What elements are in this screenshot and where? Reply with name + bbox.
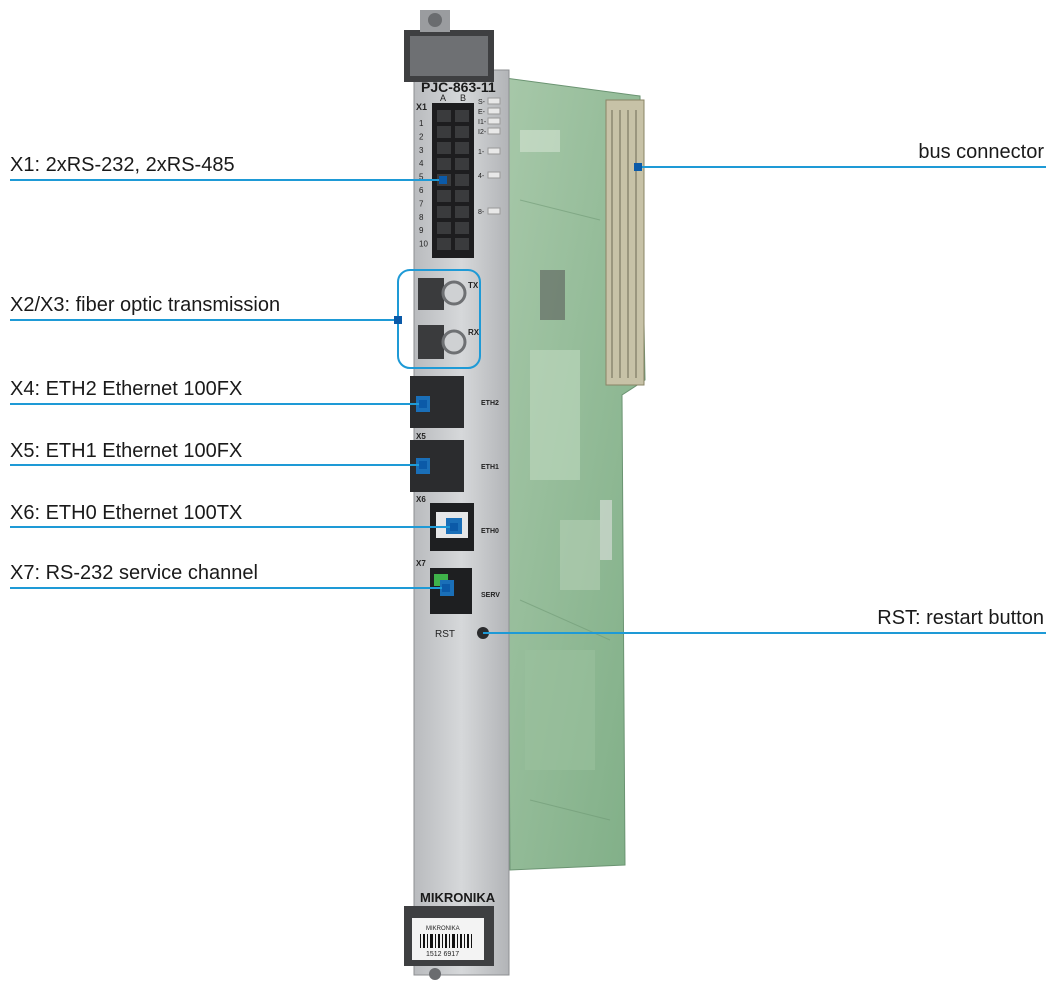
pin-number-labels: 1 2 3 4 5 6 7 8 9 10 [419, 119, 428, 249]
callout-x7: X7: RS-232 service channel [10, 562, 258, 584]
callout-bus: bus connector [918, 141, 1044, 163]
panel-col-a: A [440, 93, 446, 103]
pin-number-label: 5 [419, 173, 424, 182]
barcode [420, 934, 472, 948]
led-column [487, 97, 501, 215]
fiber-tx-port [418, 278, 444, 310]
pin-number-label: 9 [419, 226, 424, 235]
leader-dots [394, 163, 642, 592]
led-label: I2- [478, 129, 487, 136]
led-label: S- [478, 99, 486, 106]
callout-x4: X4: ETH2 Ethernet 100FX [10, 378, 243, 400]
callout-x6: X6: ETH0 Ethernet 100TX [10, 502, 243, 524]
panel-x7-label: X7 [416, 559, 426, 568]
panel-eth0-label: ETH0 [481, 528, 499, 535]
callout-x1: X1: 2xRS-232, 2xRS-485 [10, 154, 235, 176]
sticker-brand: MIKRONIKA [426, 926, 460, 932]
sticker-serial: 1512 6917 [426, 951, 459, 958]
panel-eth2-label: ETH2 [481, 400, 499, 407]
pin-number-label: 10 [419, 240, 428, 249]
pin-number-label: 6 [419, 186, 424, 195]
panel-rst-label: RST [435, 629, 455, 640]
led-label: I1- [478, 119, 487, 126]
panel-eth1-label: ETH1 [481, 464, 499, 471]
led-label: 4- [478, 173, 485, 180]
pin-number-label: 3 [419, 146, 424, 155]
panel-tx-label: TX [468, 281, 479, 290]
pin-number-label: 1 [419, 119, 424, 128]
panel-brand: MIKRONIKA [420, 890, 496, 905]
leader-lines [10, 166, 1046, 634]
panel-x6-label: X6 [416, 495, 426, 504]
bus-connector-pins [611, 110, 637, 378]
panel-serv-label: SERV [481, 592, 500, 599]
callout-x2x3: X2/X3: fiber optic transmission [10, 294, 281, 316]
pin-number-label: 2 [419, 132, 424, 141]
led-label: 8- [478, 209, 485, 216]
led-label: 1- [478, 149, 485, 156]
panel-rx-label: RX [468, 328, 480, 337]
panel-x1-label: X1 [416, 102, 427, 112]
led-label: E- [478, 109, 486, 116]
fiber-rx-port [418, 325, 444, 359]
pcb-components [519, 130, 612, 821]
panel-x5-label: X5 [416, 432, 426, 441]
callout-x5: X5: ETH1 Ethernet 100FX [10, 440, 243, 462]
panel-model-text: PJC-863-11 [421, 79, 496, 95]
led-labels: S- E- I1- I2- 1- 4- 8- [478, 99, 487, 216]
pin-number-label: 4 [419, 159, 424, 168]
callout-rst: RST: restart button [877, 607, 1044, 629]
pin-number-label: 8 [419, 213, 424, 222]
pin-number-label: 7 [419, 199, 424, 208]
panel-col-b: B [460, 93, 466, 103]
